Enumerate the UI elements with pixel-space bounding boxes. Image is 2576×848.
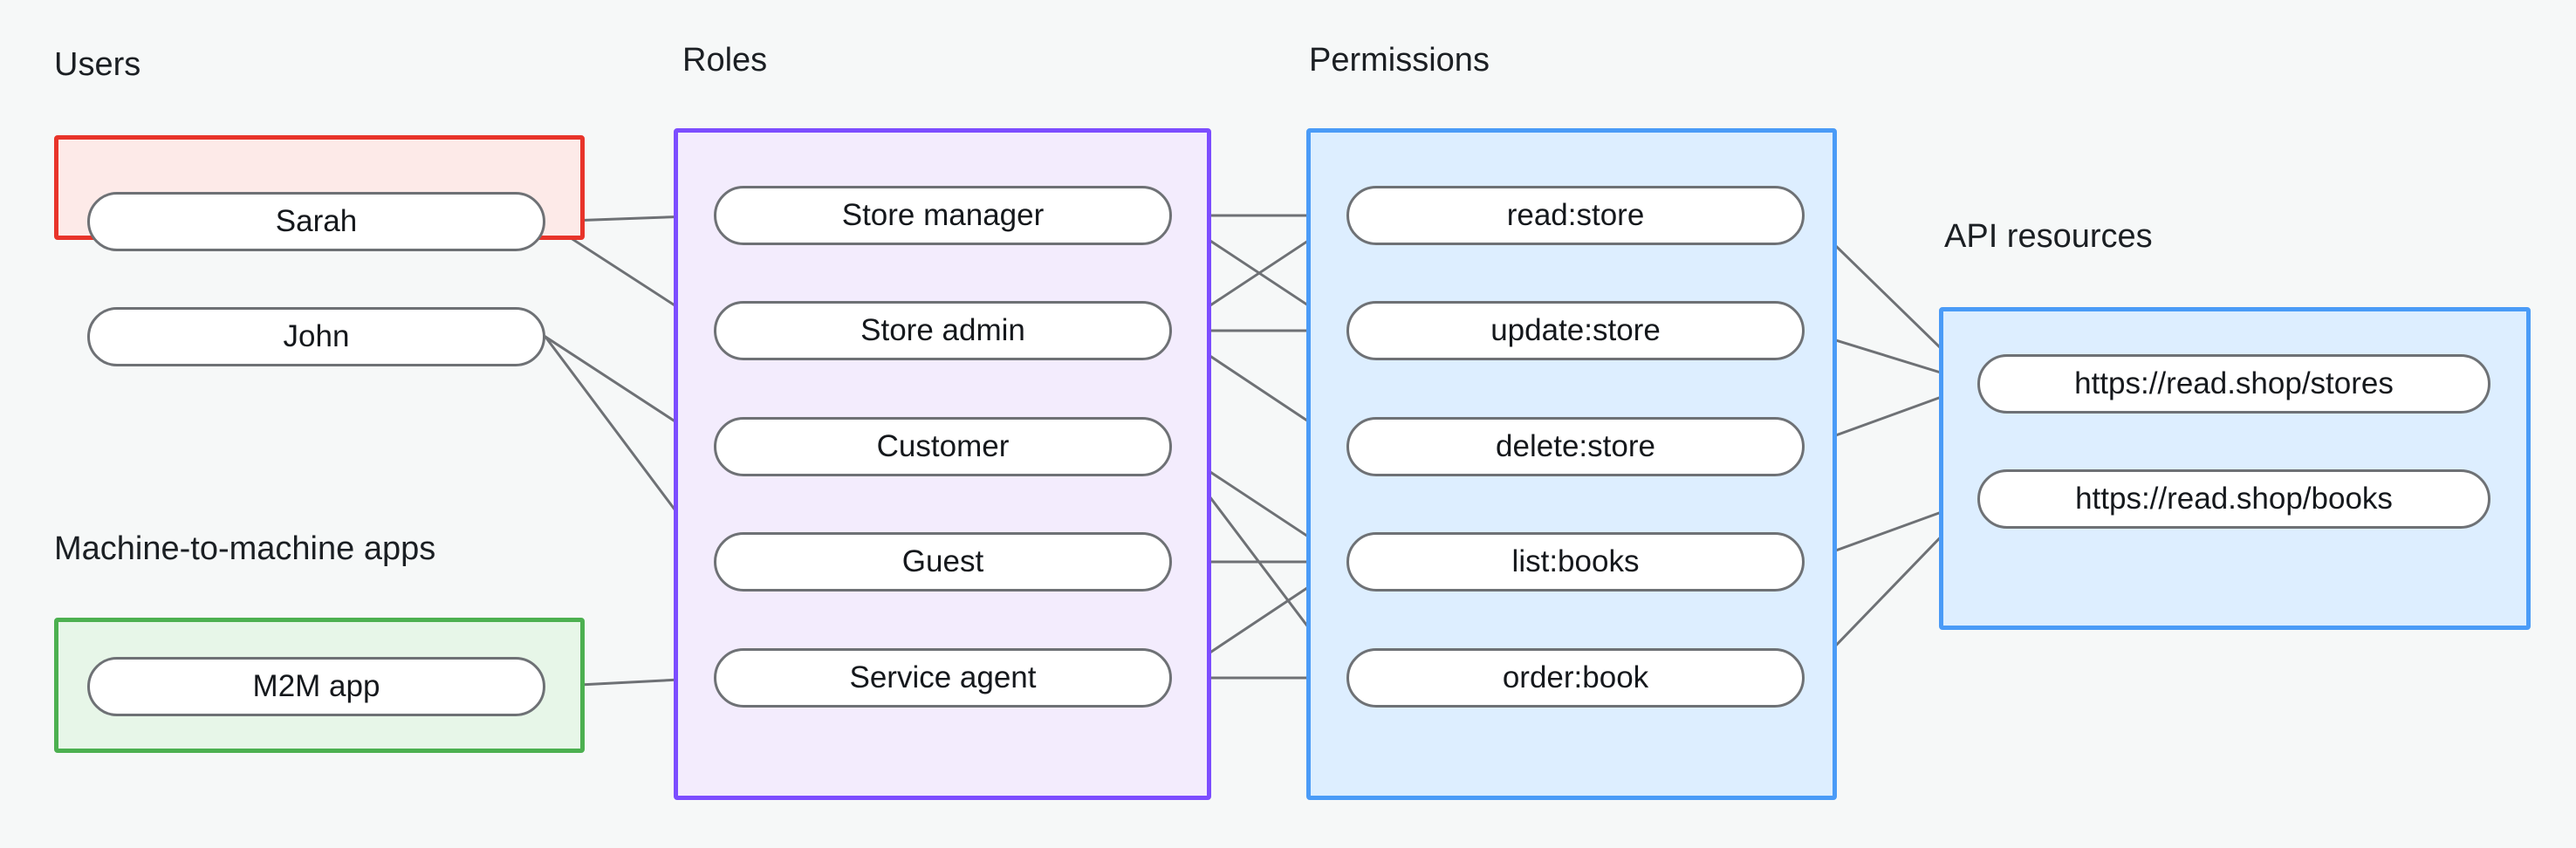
node-m2m-app[interactable]: M2M app — [87, 657, 545, 716]
group-title-roles: Roles — [682, 42, 768, 79]
group-title-api: API resources — [1944, 218, 2153, 255]
node-update-store[interactable]: update:store — [1346, 301, 1805, 360]
node-list-books[interactable]: list:books — [1346, 532, 1805, 592]
group-title-permissions: Permissions — [1309, 42, 1490, 79]
node-customer[interactable]: Customer — [714, 417, 1172, 476]
node-sarah[interactable]: Sarah — [87, 192, 545, 251]
node-order-book[interactable]: order:book — [1346, 648, 1805, 708]
node-res-stores[interactable]: https://read.shop/stores — [1977, 354, 2490, 414]
node-john[interactable]: John — [87, 307, 545, 366]
group-title-m2m: Machine-to-machine apps — [54, 530, 436, 567]
node-service-agent[interactable]: Service agent — [714, 648, 1172, 708]
group-title-users: Users — [54, 46, 141, 83]
node-guest[interactable]: Guest — [714, 532, 1172, 592]
node-read-store[interactable]: read:store — [1346, 186, 1805, 245]
node-delete-store[interactable]: delete:store — [1346, 417, 1805, 476]
node-store-admin[interactable]: Store admin — [714, 301, 1172, 360]
node-store-manager[interactable]: Store manager — [714, 186, 1172, 245]
node-res-books[interactable]: https://read.shop/books — [1977, 469, 2490, 529]
